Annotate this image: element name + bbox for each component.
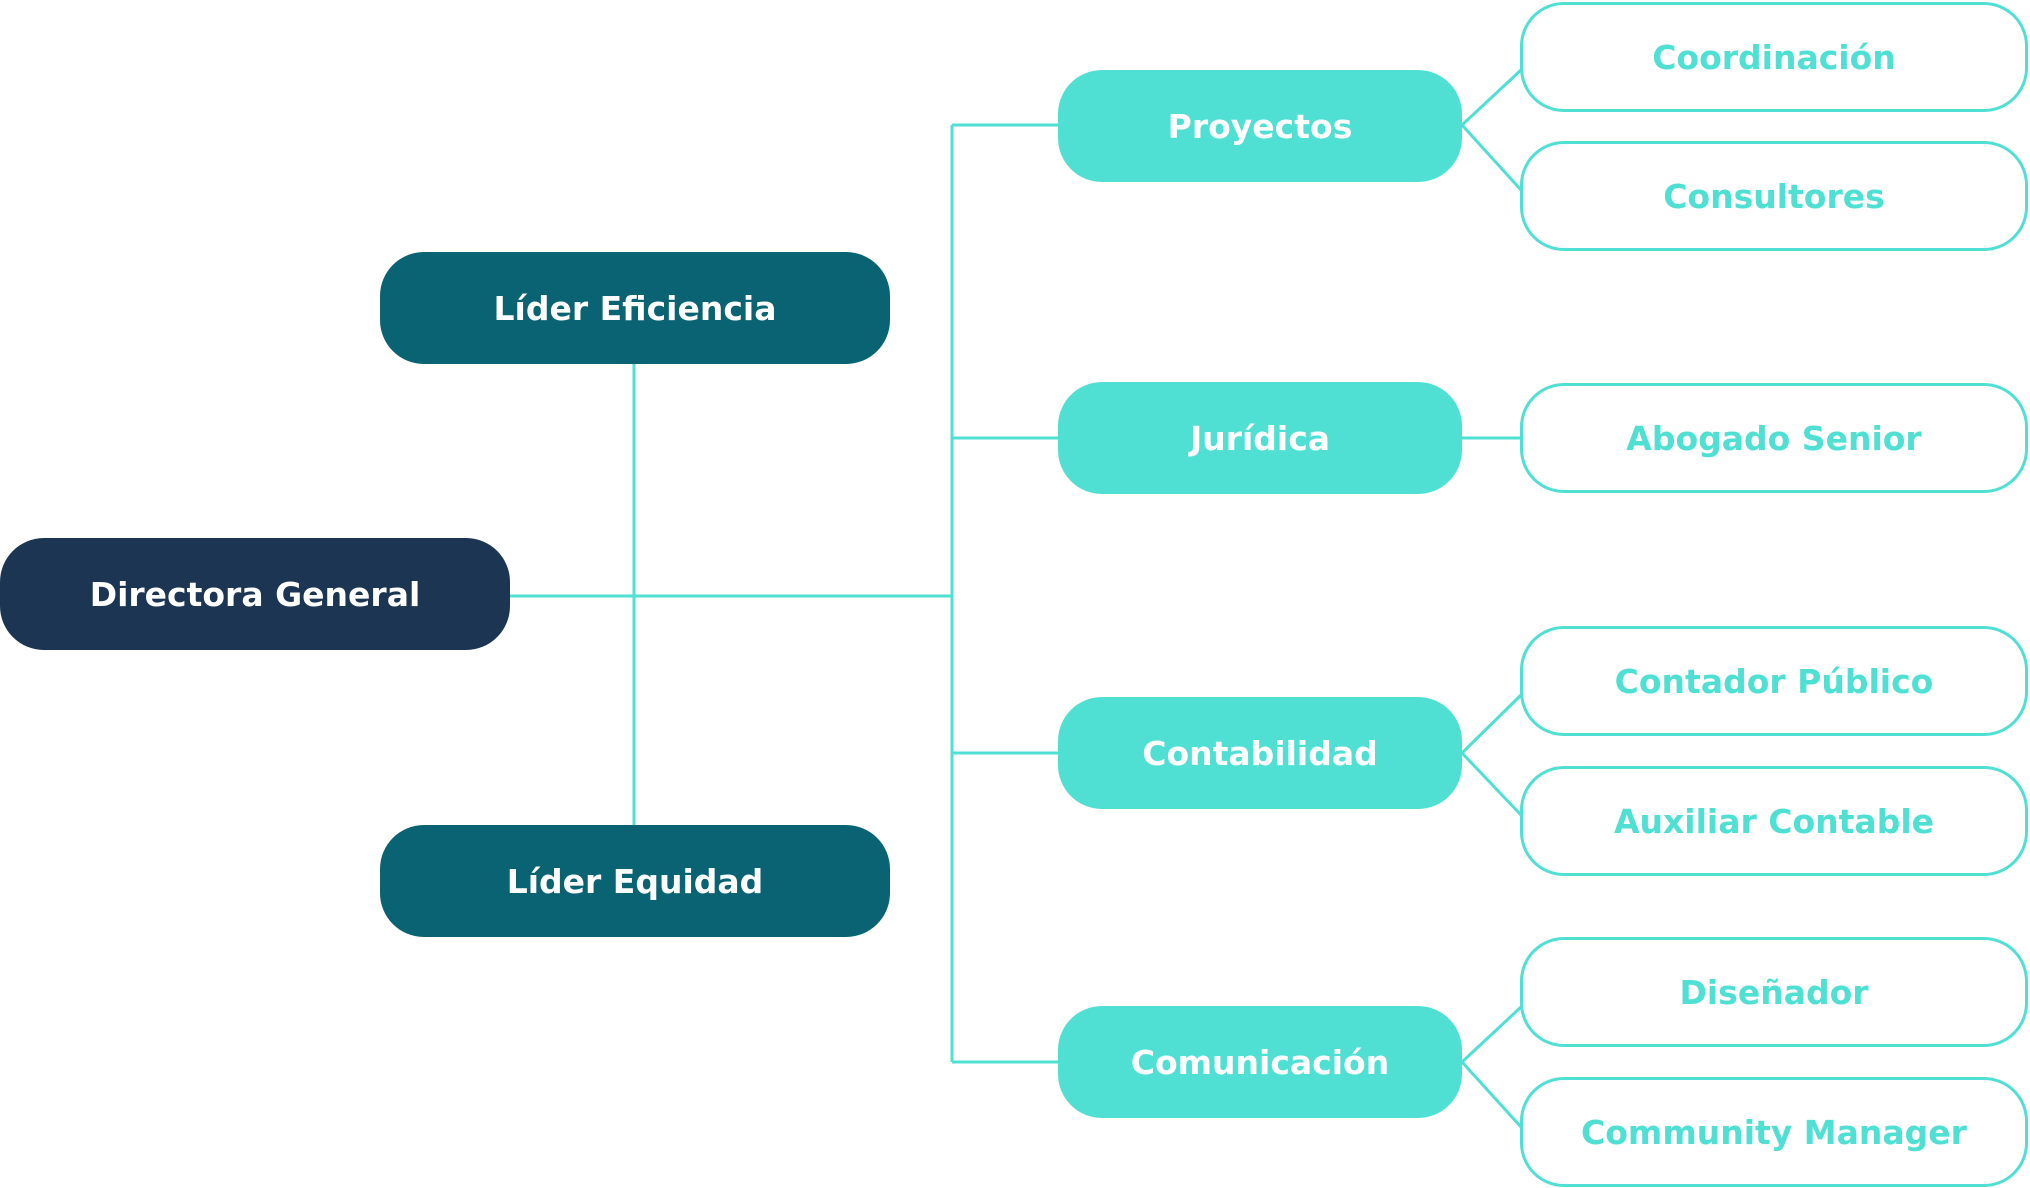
- node-label: Auxiliar Contable: [1613, 801, 1935, 841]
- node-role-coordinacion: Coordinación: [1520, 2, 2028, 112]
- node-role-abogado-senior: Abogado Senior: [1520, 383, 2028, 493]
- connector-role-3-1: [1460, 1060, 1523, 1129]
- node-dept-juridica: Jurídica: [1058, 382, 1462, 494]
- connector-role-2-1: [1460, 751, 1523, 817]
- node-dept-comunicacion: Comunicación: [1058, 1006, 1462, 1118]
- node-dept-proyectos: Proyectos: [1058, 70, 1462, 182]
- node-label: Contabilidad: [1142, 733, 1378, 773]
- node-label: Proyectos: [1167, 106, 1353, 146]
- node-directora-general: Directora General: [0, 538, 510, 650]
- node-label: Consultores: [1663, 176, 1885, 216]
- node-role-community-manager: Community Manager: [1520, 1077, 2028, 1187]
- connector-role-2-0: [1460, 693, 1523, 755]
- node-dept-contabilidad: Contabilidad: [1058, 697, 1462, 809]
- node-label: Líder Eficiencia: [493, 288, 777, 328]
- connector-role-0-1: [1460, 123, 1523, 192]
- node-role-auxiliar-contable: Auxiliar Contable: [1520, 766, 2028, 876]
- connector-role-3-0: [1460, 1005, 1523, 1064]
- node-lider-eficiencia: Líder Eficiencia: [380, 252, 890, 364]
- node-label: Directora General: [89, 574, 421, 614]
- connector-role-0-0: [1460, 68, 1523, 127]
- node-label: Diseñador: [1679, 972, 1869, 1012]
- node-label: Contador Público: [1614, 661, 1934, 701]
- node-label: Abogado Senior: [1626, 418, 1922, 458]
- node-label: Líder Equidad: [506, 861, 764, 901]
- node-role-consultores: Consultores: [1520, 141, 2028, 251]
- node-role-disenador: Diseñador: [1520, 937, 2028, 1047]
- node-label: Comunicación: [1130, 1042, 1390, 1082]
- node-label: Community Manager: [1581, 1112, 1967, 1152]
- node-role-contador-publico: Contador Público: [1520, 626, 2028, 736]
- node-label: Jurídica: [1189, 418, 1331, 458]
- node-lider-equidad: Líder Equidad: [380, 825, 890, 937]
- node-label: Coordinación: [1652, 37, 1896, 77]
